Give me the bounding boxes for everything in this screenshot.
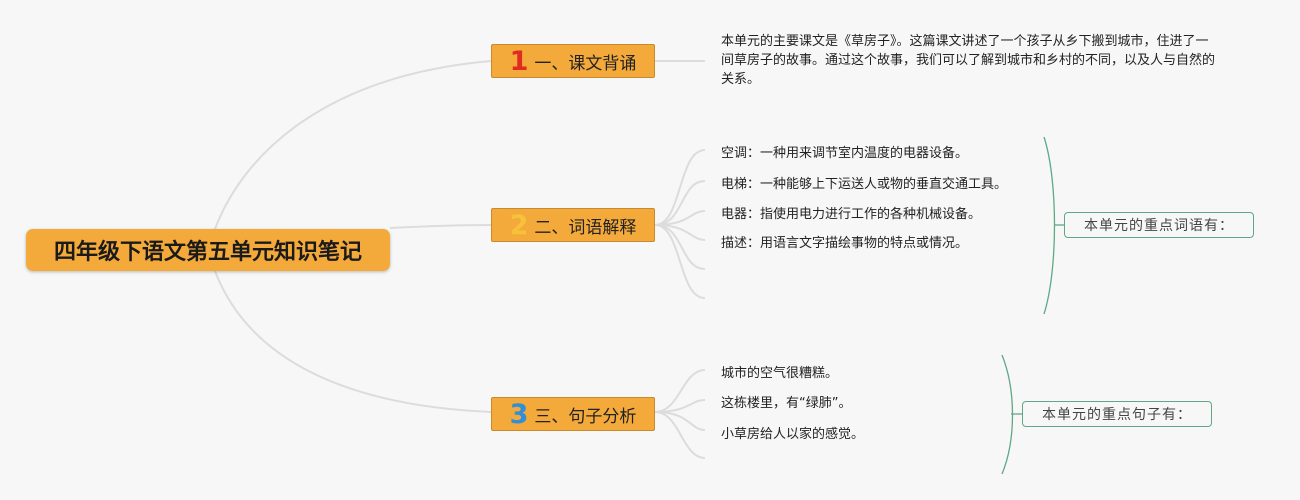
sentence-item[interactable]: 小草房给人以家的感觉。 (721, 427, 865, 442)
branch-vocabulary[interactable]: 2 二、词语解释 (491, 208, 655, 242)
vocabulary-item[interactable]: 描述：用语言文字描绘事物的特点或情况。 (721, 236, 969, 251)
number-1-icon: 1 (509, 45, 529, 77)
branch-recitation[interactable]: 1 一、课文背诵 (491, 44, 655, 78)
vocabulary-note-label: 本单元的重点词语有： (1084, 218, 1234, 234)
vocabulary-item[interactable]: 空调：一种用来调节室内温度的电器设备。 (721, 146, 969, 161)
branch-label: 三、句子分析 (534, 406, 637, 427)
branch-label: 一、课文背诵 (534, 53, 637, 74)
number-3-icon: 3 (509, 398, 529, 430)
number-2-icon: 2 (509, 209, 529, 241)
branch-sentences[interactable]: 3 三、句子分析 (491, 397, 655, 431)
sentence-item[interactable]: 这栋楼里，有“绿肺”。 (721, 396, 852, 411)
root-title: 四年级下语文第五单元知识笔记 (53, 240, 362, 265)
vocabulary-item[interactable]: 电器：指使用电力进行工作的各种机械设备。 (721, 207, 982, 222)
sentences-note[interactable]: 本单元的重点句子有： (1022, 401, 1212, 427)
recitation-text[interactable]: 本单元的主要课文是《草房子》。这篇课文讲述了一个孩子从乡下搬到城市，住进了一间草… (721, 34, 1216, 87)
sentences-bracket (1001, 354, 1014, 475)
vocabulary-bracket (1043, 136, 1056, 315)
vocabulary-item[interactable]: 电梯：一种能够上下运送人或物的垂直交通工具。 (721, 177, 1008, 192)
branch-label: 二、词语解释 (534, 217, 637, 238)
vocabulary-note[interactable]: 本单元的重点词语有： (1064, 212, 1254, 238)
root-node[interactable]: 四年级下语文第五单元知识笔记 (26, 229, 390, 271)
sentence-item[interactable]: 城市的空气很糟糕。 (721, 366, 839, 381)
sentences-note-label: 本单元的重点句子有： (1042, 407, 1192, 423)
